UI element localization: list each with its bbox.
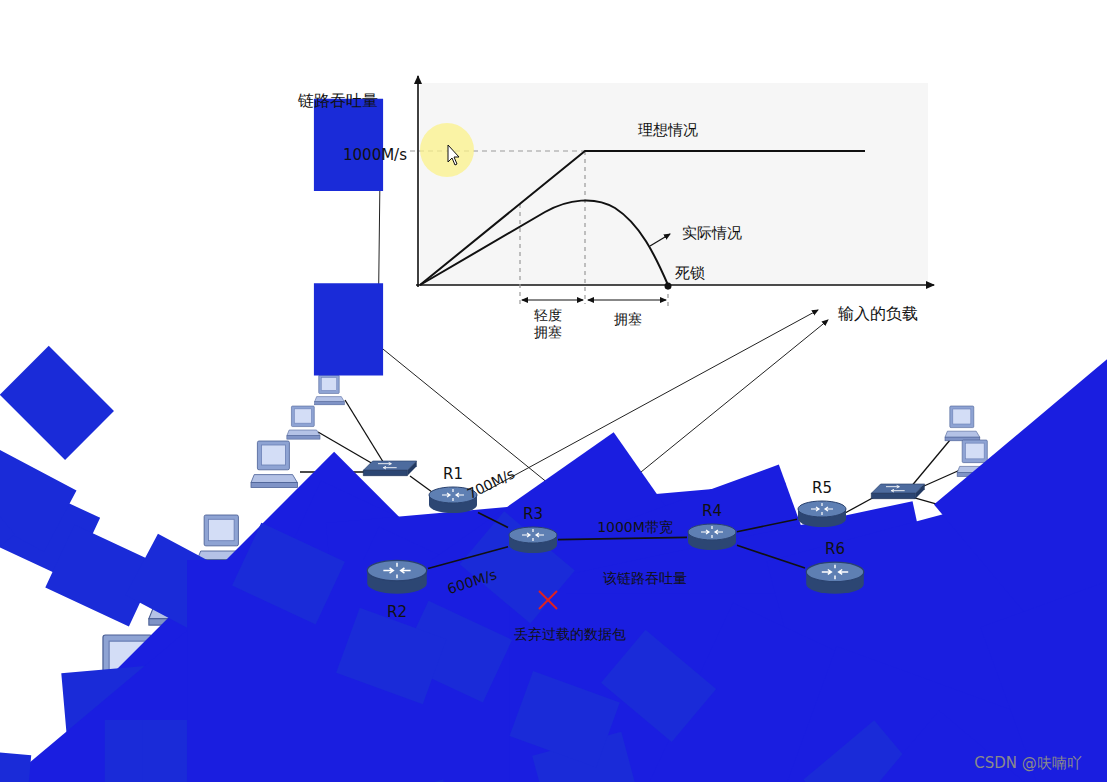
router-name: R2 [387, 603, 407, 621]
bandwidth-label: 1000M带宽 [597, 519, 673, 536]
router: R3 [508, 526, 558, 554]
router: R4 [687, 523, 737, 551]
switch [363, 461, 416, 476]
bandwidth-label: 700M/s [464, 465, 517, 502]
link-line [478, 513, 508, 528]
router: R2 [366, 559, 428, 595]
router-icon [687, 523, 737, 551]
pc [315, 375, 345, 405]
packets [0, 99, 1107, 782]
link-line [558, 537, 687, 539]
throughput-chart [410, 76, 934, 308]
chart-or-note-label: 输入的负载 [838, 304, 918, 323]
router-name: R6 [825, 540, 845, 558]
chart-or-note-label: 1000M/s [343, 146, 407, 164]
router: R5 [797, 500, 847, 528]
link-line [737, 519, 797, 532]
chart-or-note-label: 丢弃过载的数据包 [514, 626, 626, 643]
pc [287, 406, 320, 439]
router-name: R3 [523, 505, 543, 523]
chart-or-note-label: 轻度 拥塞 [533, 307, 564, 341]
chart-or-note-label: 链路吞吐量 [298, 91, 378, 110]
router-icon [366, 559, 428, 595]
chart-or-note-label: 该链路吞吐量 [603, 570, 687, 587]
switch [871, 484, 924, 499]
chart-or-note-label: 拥塞 [614, 311, 642, 328]
chart-or-note-label: 实际情况 [682, 224, 742, 242]
pc [945, 406, 980, 441]
router-name: R1 [443, 465, 463, 483]
pc [251, 441, 297, 487]
drop-cross [539, 591, 557, 609]
chart-or-note-label: 死锁 [675, 264, 705, 282]
router-icon [508, 526, 558, 554]
router-name: R4 [702, 502, 722, 520]
router-icon [805, 561, 865, 595]
router-name: R5 [812, 479, 832, 497]
router: R6 [805, 561, 865, 595]
chart-or-note-label: CSDN @呋喃吖 [974, 754, 1082, 772]
router-icon [797, 500, 847, 528]
link-line [737, 545, 805, 568]
chart-or-note-label: 理想情况 [638, 121, 698, 139]
link-line [428, 547, 508, 569]
